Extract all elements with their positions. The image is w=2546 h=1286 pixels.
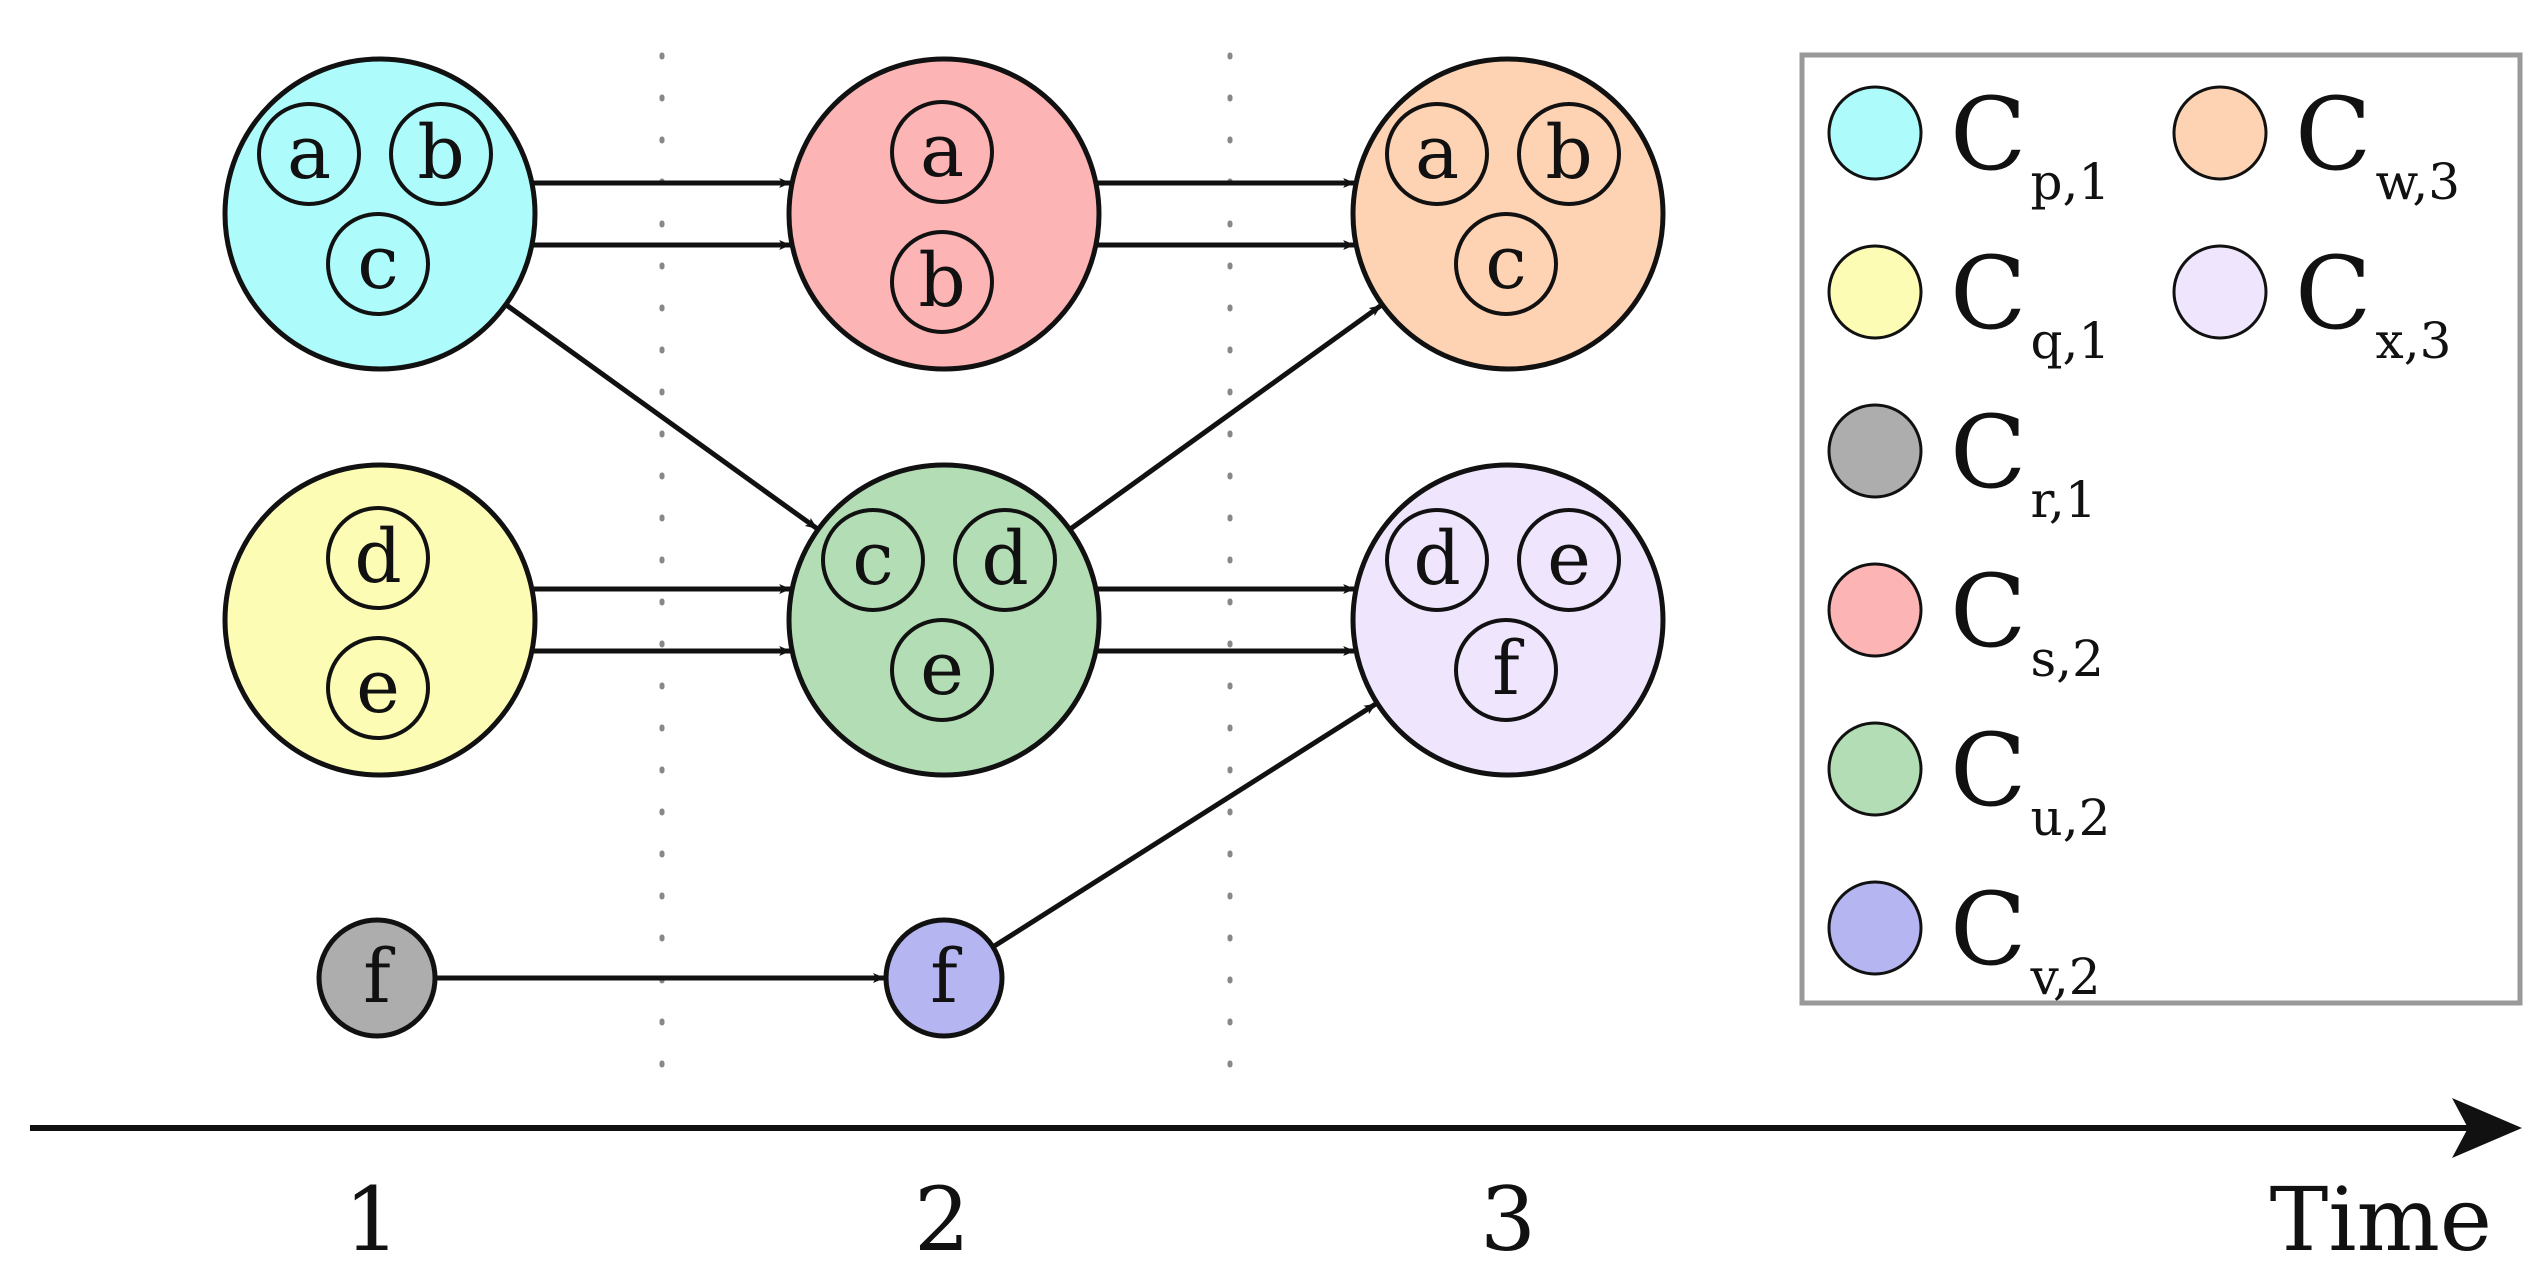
member-d-ring (953, 508, 1057, 612)
edge-v-to-x-1 (991, 702, 1377, 950)
member-d-label: d (354, 514, 401, 600)
legend-swatch-x (2172, 244, 2268, 340)
member-c-label: c (852, 516, 893, 602)
member-e-label: e (920, 626, 964, 712)
cluster-v-circle (883, 917, 1005, 1039)
member-a-ring (1385, 102, 1489, 206)
edge-u-to-w-1 (1068, 303, 1383, 532)
member-e-label: e (356, 644, 400, 730)
edges-layer (435, 178, 1383, 983)
member-c-label: c (357, 220, 398, 306)
cluster-s-circle (786, 56, 1102, 372)
member-a-ring (257, 102, 361, 206)
member-d-label: d (981, 516, 1028, 602)
member-b-ring (389, 102, 493, 206)
member-c-ring (821, 508, 925, 612)
member-c-label: c (1485, 220, 1526, 306)
member-f-label: f (1492, 626, 1524, 712)
member-e-label: e (1547, 516, 1591, 602)
member-b-ring (890, 230, 994, 334)
member-e-ring (1517, 508, 1621, 612)
cluster-q-circle (222, 462, 538, 778)
member-f-ring (1454, 618, 1558, 722)
legend-box (1799, 52, 2523, 1006)
time-tick-1: 1 (344, 1168, 400, 1271)
cluster-r-circle (316, 917, 438, 1039)
member-d-ring (1385, 508, 1489, 612)
member-e-ring (890, 618, 994, 722)
edge-p-to-u-1 (504, 302, 819, 531)
cluster-u: c de (786, 462, 1102, 778)
legend-swatch-p (1827, 85, 1923, 181)
member-b-label: b (417, 110, 464, 196)
member-a-label: a (1415, 110, 1459, 196)
member-f-label: f (363, 934, 395, 1020)
member-f-label: f (930, 934, 962, 1020)
time-axis-arrowhead (2452, 1098, 2522, 1158)
cluster-q: de (222, 462, 538, 778)
member-c-ring (1454, 212, 1558, 316)
time-tick-2: 2 (914, 1168, 970, 1271)
legend-swatch-q (1827, 244, 1923, 340)
legend-swatch-s (1827, 562, 1923, 658)
member-d-label: d (1413, 516, 1460, 602)
member-a-ring (890, 100, 994, 204)
legend-swatch-v (1827, 880, 1923, 976)
time-tick-3: 3 (1480, 1168, 1536, 1271)
time-axis-title: Time (2270, 1168, 2492, 1271)
cluster-x: d ef (1350, 462, 1666, 778)
member-a-label: a (287, 110, 331, 196)
member-c-ring (326, 212, 430, 316)
legend-swatch-w (2172, 85, 2268, 181)
cluster-v: f (883, 917, 1005, 1039)
member-b-label: b (918, 238, 965, 324)
member-a-label: a (920, 108, 964, 194)
legend-swatch-u (1827, 721, 1923, 817)
member-e-ring (326, 636, 430, 740)
member-d-ring (326, 506, 430, 610)
member-b-ring (1517, 102, 1621, 206)
legend-swatch-r (1827, 403, 1923, 499)
cluster-r: f (316, 917, 438, 1039)
member-b-label: b (1545, 110, 1592, 196)
cluster-s: ab (786, 56, 1102, 372)
